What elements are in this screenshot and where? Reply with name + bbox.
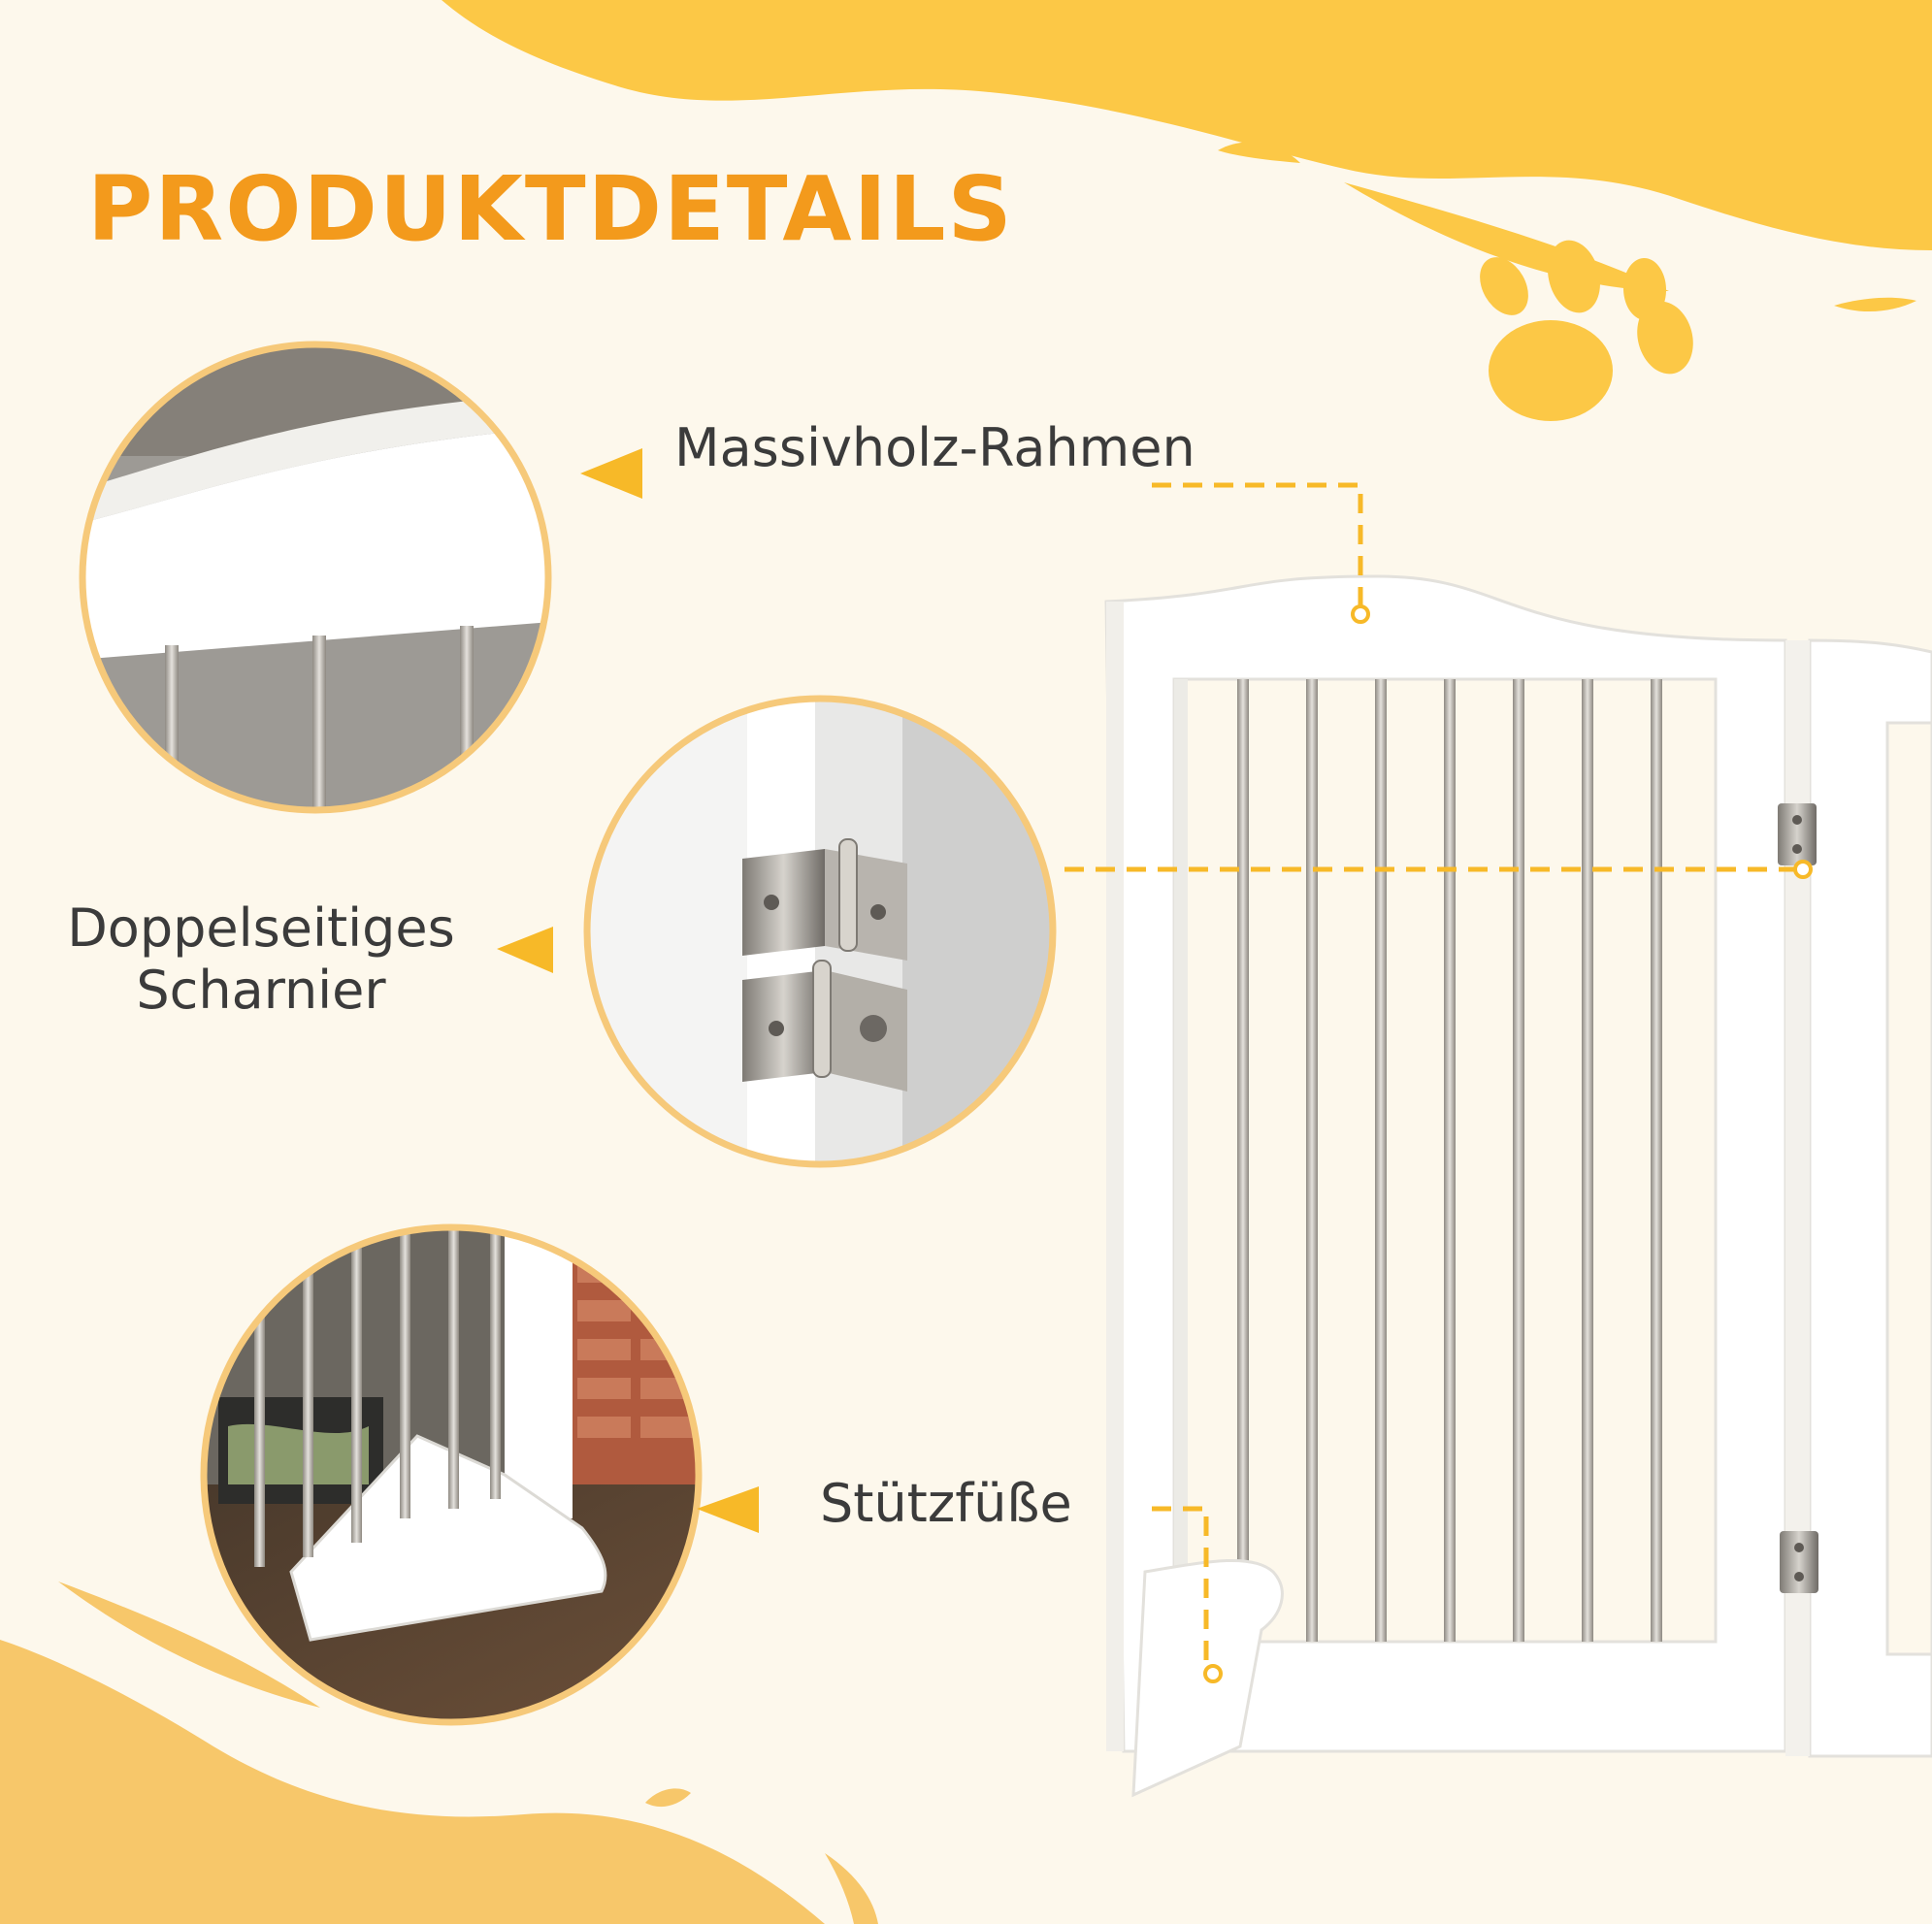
gate-bar (1306, 679, 1318, 1642)
gate-panel (1104, 574, 1787, 1798)
feet-callout-dot (1203, 1664, 1223, 1683)
gate-bar (1582, 679, 1593, 1642)
hinge-callout-label-line2: Scharnier (136, 959, 386, 1021)
bottom-hook (825, 1853, 878, 1924)
gate-frame-shadow (1106, 602, 1124, 1751)
frame-face (82, 427, 548, 660)
gate-bar (1651, 679, 1662, 1642)
feet-leader-line (1152, 1506, 1209, 1669)
triangle-arrow-icon (697, 1486, 759, 1533)
hinge-icon-bottom (1780, 1531, 1818, 1593)
gate-frame-inner-edge (1174, 679, 1188, 1642)
page-title: PRODUKTDETAILS (87, 157, 1014, 261)
triangle-arrow-icon (497, 927, 553, 973)
triangle-arrow-icon (580, 448, 642, 499)
frame-callout-label: Massivholz-Rahmen (674, 417, 1195, 478)
gate-bar (1237, 679, 1249, 1642)
feet-closeup-foot (289, 1434, 607, 1642)
gate-bars (1237, 679, 1662, 1642)
top-small-swoosh (1218, 142, 1300, 163)
paw-print-icon (1480, 240, 1693, 421)
frame-leader-line (1152, 482, 1363, 611)
top-wave-blob (442, 0, 1932, 250)
hinge-callout-label: Doppelseitiges Scharnier (43, 897, 479, 1021)
hinge-callout-dot (1793, 860, 1813, 879)
hinge-callout-label-line1: Doppelseitiges (67, 897, 455, 959)
hinge-closeup-icon (742, 838, 907, 1092)
right-drop (1834, 297, 1916, 312)
feet-callout-label: Stützfüße (820, 1473, 1072, 1534)
frame-callout-dot (1351, 604, 1370, 624)
bottom-wave-blob (0, 1640, 825, 1924)
gate-second-panel (1808, 638, 1932, 1758)
gate-bar (1513, 679, 1524, 1642)
bottom-swoosh (58, 1582, 320, 1708)
hinge-icon-top (1778, 803, 1817, 865)
bottom-drop (645, 1788, 691, 1808)
gate-bar (1444, 679, 1456, 1642)
gate-bar (1375, 679, 1387, 1642)
frame-top-edge (82, 393, 548, 524)
